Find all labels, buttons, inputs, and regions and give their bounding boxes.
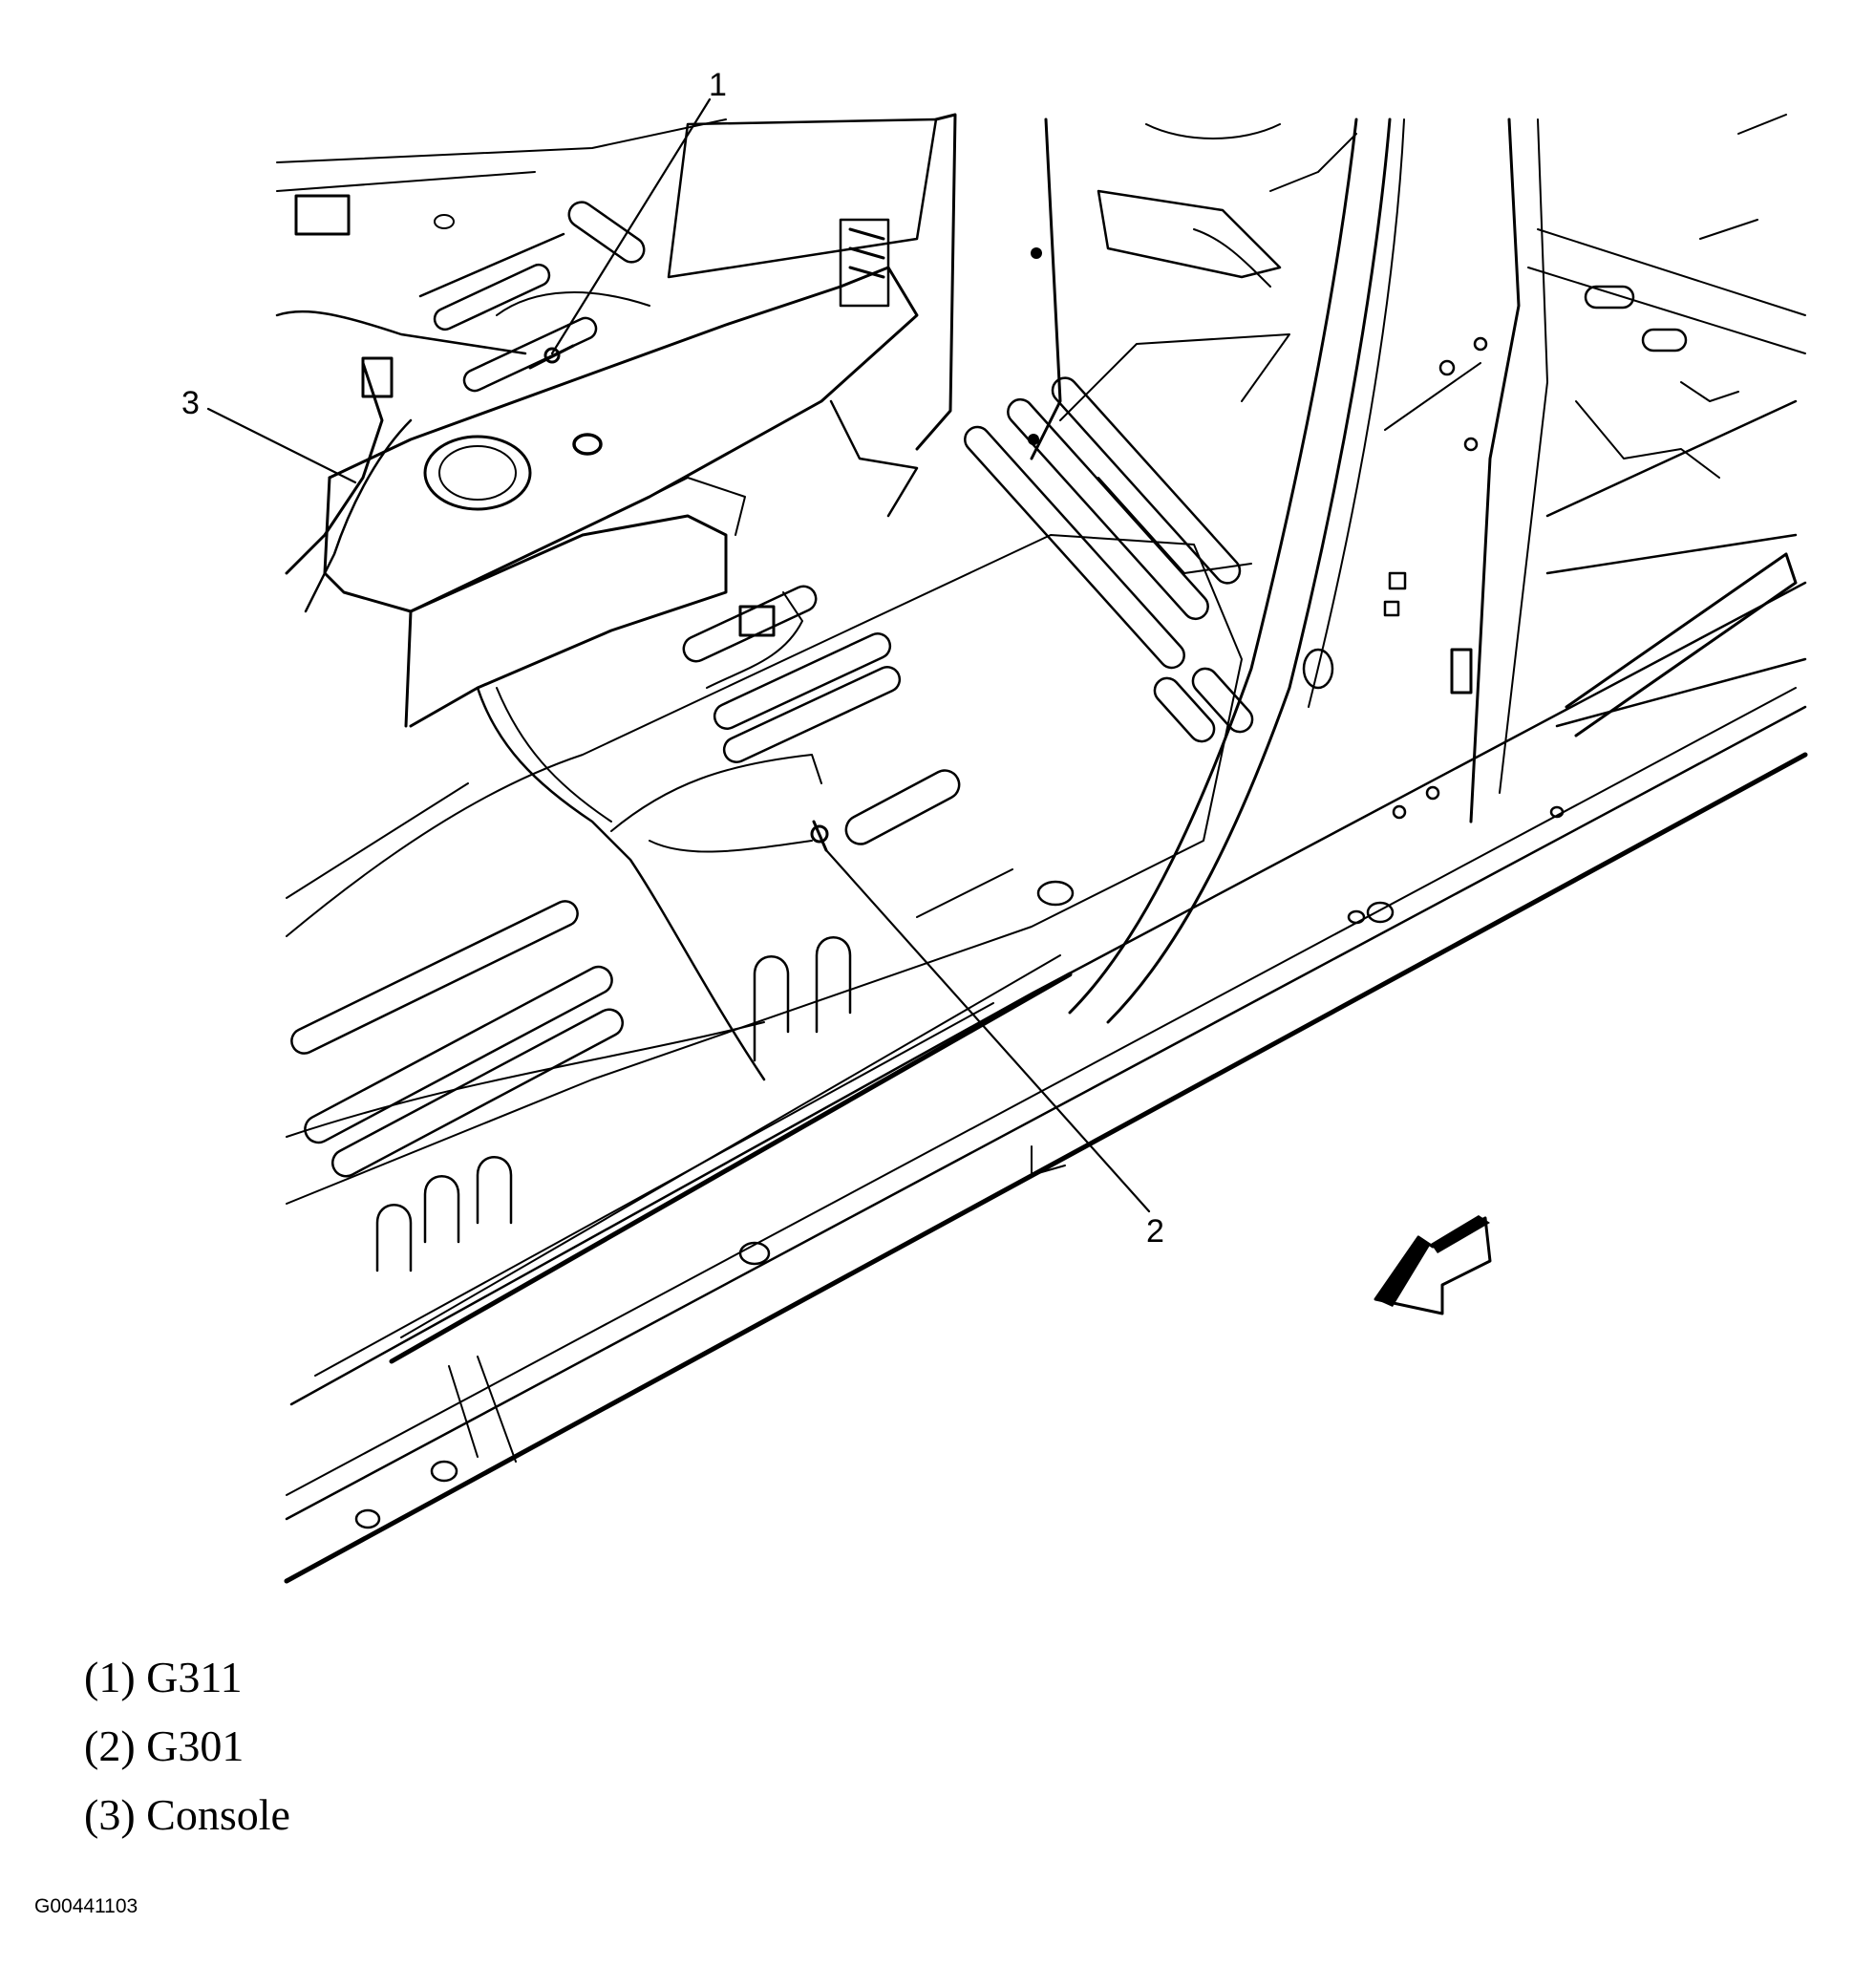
legend-item-console: (3) Console xyxy=(84,1781,290,1849)
b-pillar xyxy=(1068,118,1548,1024)
legend-number: (2) xyxy=(84,1721,136,1770)
floor-pan xyxy=(286,376,1254,1272)
right-structure xyxy=(1059,114,1807,737)
rocker-panel xyxy=(284,581,1808,1584)
legend-number: (3) xyxy=(84,1790,136,1839)
console xyxy=(323,113,1062,728)
callout-3: 3 xyxy=(181,385,200,421)
legend-number: (1) xyxy=(84,1653,136,1701)
legend-label: Console xyxy=(146,1790,290,1839)
legend-item-g301: (2) G301 xyxy=(84,1712,290,1781)
callout-2: 2 xyxy=(1146,1213,1164,1250)
floor-pan-illustration xyxy=(206,97,1808,1584)
ground-fasteners xyxy=(528,344,829,852)
ground-g311-fastener xyxy=(528,344,575,370)
rear-floor xyxy=(276,118,727,393)
legend-label: G301 xyxy=(146,1721,245,1770)
callout-1: 1 xyxy=(709,67,727,103)
legend: (1) G311 (2) G301 (3) Console xyxy=(84,1643,290,1849)
wiring-harness xyxy=(275,310,822,1081)
figure-id: G00441103 xyxy=(34,1895,138,1917)
legend-label: G311 xyxy=(146,1653,243,1701)
callout-leaders xyxy=(206,97,1151,1213)
ground-g301-fastener xyxy=(810,820,829,852)
front-of-vehicle-arrow-icon xyxy=(1374,1215,1492,1315)
legend-item-g311: (1) G311 xyxy=(84,1643,290,1712)
